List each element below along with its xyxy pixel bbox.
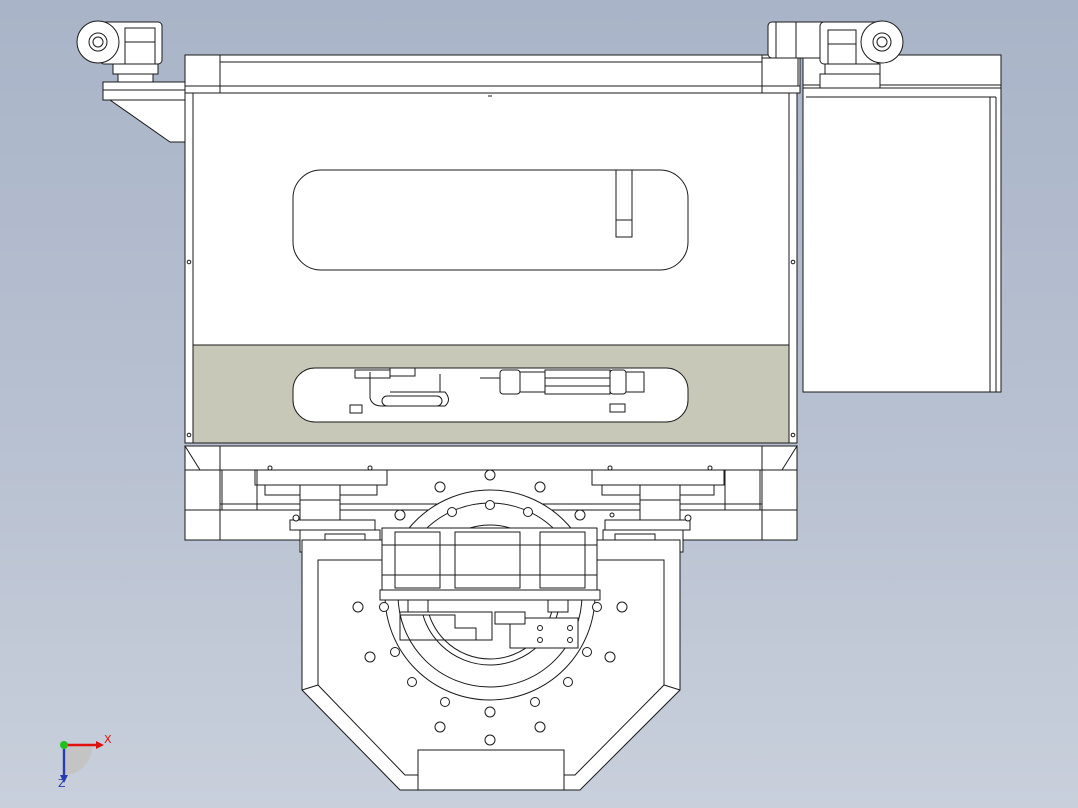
side-motor-housing[interactable] xyxy=(802,54,1002,393)
orientation-triad xyxy=(60,741,104,783)
bolt-circle xyxy=(352,469,628,746)
lower-window-cutout[interactable] xyxy=(292,367,689,423)
right-roller-assembly[interactable] xyxy=(761,20,904,89)
y-axis-dot xyxy=(60,741,68,749)
guide-rail-details xyxy=(221,465,761,522)
left-roller-assembly[interactable] xyxy=(76,20,163,83)
upper-window-cutout[interactable] xyxy=(292,169,689,271)
sensor-bracket-right[interactable] xyxy=(494,611,579,649)
triad-z-label: Z xyxy=(58,777,66,790)
triad-x-label: X xyxy=(104,733,112,746)
top-rail[interactable] xyxy=(184,54,801,94)
drive-motor-block[interactable] xyxy=(379,527,601,613)
sensor-bracket-left[interactable] xyxy=(399,611,493,641)
left-mounting-bracket[interactable] xyxy=(102,81,186,143)
